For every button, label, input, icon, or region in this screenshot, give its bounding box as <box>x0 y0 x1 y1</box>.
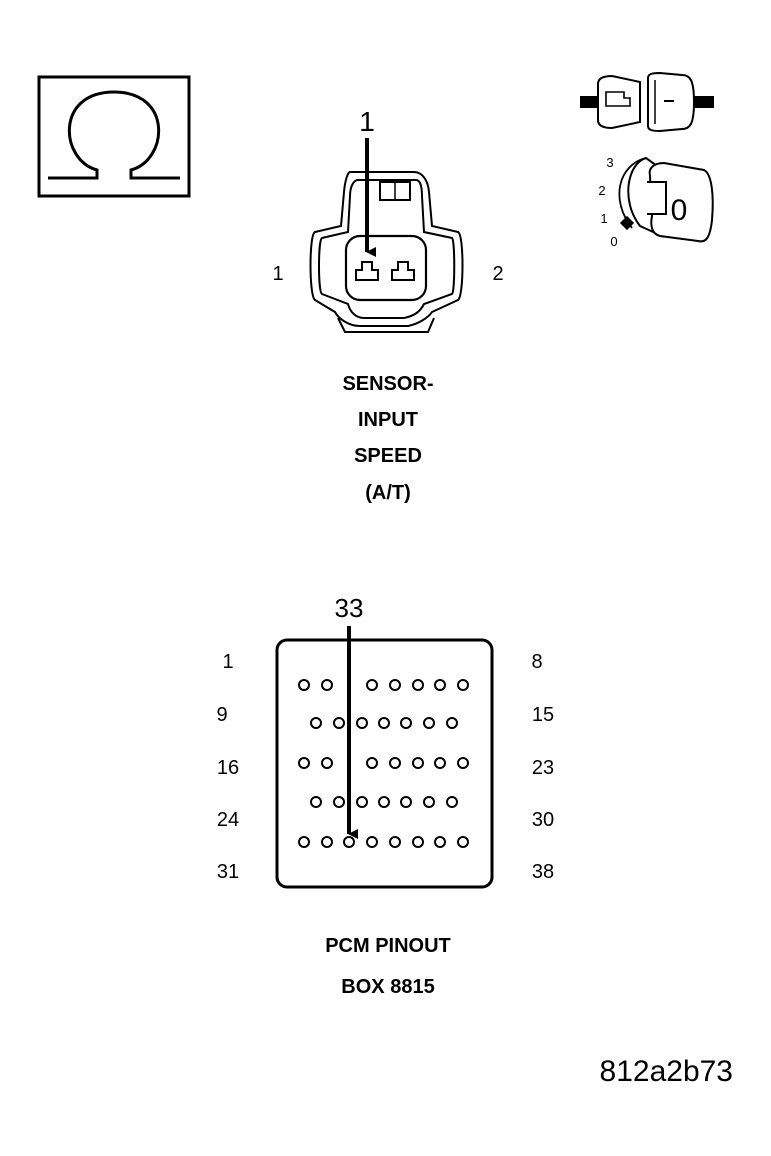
pcm-pin <box>400 717 412 729</box>
pcm-pin <box>400 796 412 808</box>
sensor-caption-line-2: INPUT <box>358 409 418 431</box>
pcm-right-label-5: 38 <box>532 861 554 883</box>
pcm-pin <box>366 836 378 848</box>
pcm-pin <box>298 679 310 691</box>
pcm-left-label-5: 31 <box>217 861 239 883</box>
pcm-caption-line-2: BOX 8815 <box>341 976 434 998</box>
pcm-pin <box>343 836 355 848</box>
omega-icon <box>37 75 191 198</box>
pcm-left-label-3: 16 <box>217 757 239 779</box>
key-position-3: 3 <box>606 155 613 170</box>
pcm-pin-grid <box>298 679 469 848</box>
pcm-pin <box>378 717 390 729</box>
sensor-right-label: 2 <box>492 263 503 285</box>
sensor-pointer-label: 1 <box>359 106 375 137</box>
pcm-pin <box>389 679 401 691</box>
pcm-caption-line-1: PCM PINOUT <box>325 935 451 957</box>
pcm-pin <box>321 836 333 848</box>
sensor-connector <box>309 138 464 333</box>
pcm-left-label-4: 24 <box>217 809 239 831</box>
pcm-pin <box>412 679 424 691</box>
pcm-pin <box>366 757 378 769</box>
pcm-pin <box>457 757 469 769</box>
pcm-connector <box>275 626 494 889</box>
pcm-pin <box>366 679 378 691</box>
key-position-0: 0 <box>610 234 617 249</box>
pcm-pin <box>457 836 469 848</box>
sensor-caption-line-4: (A/T) <box>365 482 411 504</box>
pcm-right-label-4: 30 <box>532 809 554 831</box>
pcm-pin <box>457 679 469 691</box>
pcm-left-label-1: 1 <box>222 651 233 673</box>
pcm-pin <box>412 757 424 769</box>
ignition-key-icon: 3 2 1 0 0 <box>580 71 714 249</box>
pcm-left-label-2: 9 <box>216 704 227 726</box>
pcm-pin <box>356 796 368 808</box>
pcm-row-labels-right: 8 15 23 30 38 <box>531 651 554 883</box>
pcm-pin <box>412 836 424 848</box>
pcm-pin <box>298 836 310 848</box>
pcm-right-label-2: 15 <box>532 704 554 726</box>
pcm-pin <box>310 717 322 729</box>
pcm-pin <box>298 757 310 769</box>
sensor-caption-line-3: SPEED <box>354 445 422 467</box>
pcm-right-label-3: 23 <box>532 757 554 779</box>
pcm-row-labels-left: 1 9 16 24 31 <box>216 651 239 883</box>
pcm-caption: PCM PINOUT BOX 8815 <box>325 935 451 998</box>
pcm-pin <box>378 796 390 808</box>
pcm-pin <box>434 757 446 769</box>
pcm-pin <box>434 679 446 691</box>
pcm-pin <box>446 796 458 808</box>
key-position-1: 1 <box>600 211 607 226</box>
pcm-pin <box>356 717 368 729</box>
sensor-left-label: 1 <box>272 263 283 285</box>
pcm-pin <box>310 796 322 808</box>
pcm-pin <box>423 796 435 808</box>
pcm-pointer-label: 33 <box>335 593 364 623</box>
pcm-pin <box>446 717 458 729</box>
pcm-pin <box>434 836 446 848</box>
key-position-2: 2 <box>598 183 605 198</box>
key-label: 0 <box>671 194 688 227</box>
pcm-pin <box>321 679 333 691</box>
figure-id: 812a2b73 <box>600 1055 733 1088</box>
pcm-pin <box>333 796 345 808</box>
sensor-caption: SENSOR- INPUT SPEED (A/T) <box>342 373 433 504</box>
pcm-pin <box>333 717 345 729</box>
pcm-pin <box>389 757 401 769</box>
pcm-pin <box>389 836 401 848</box>
pcm-pin <box>321 757 333 769</box>
pcm-pin <box>423 717 435 729</box>
sensor-caption-line-1: SENSOR- <box>342 373 433 395</box>
pcm-right-label-1: 8 <box>531 651 542 673</box>
